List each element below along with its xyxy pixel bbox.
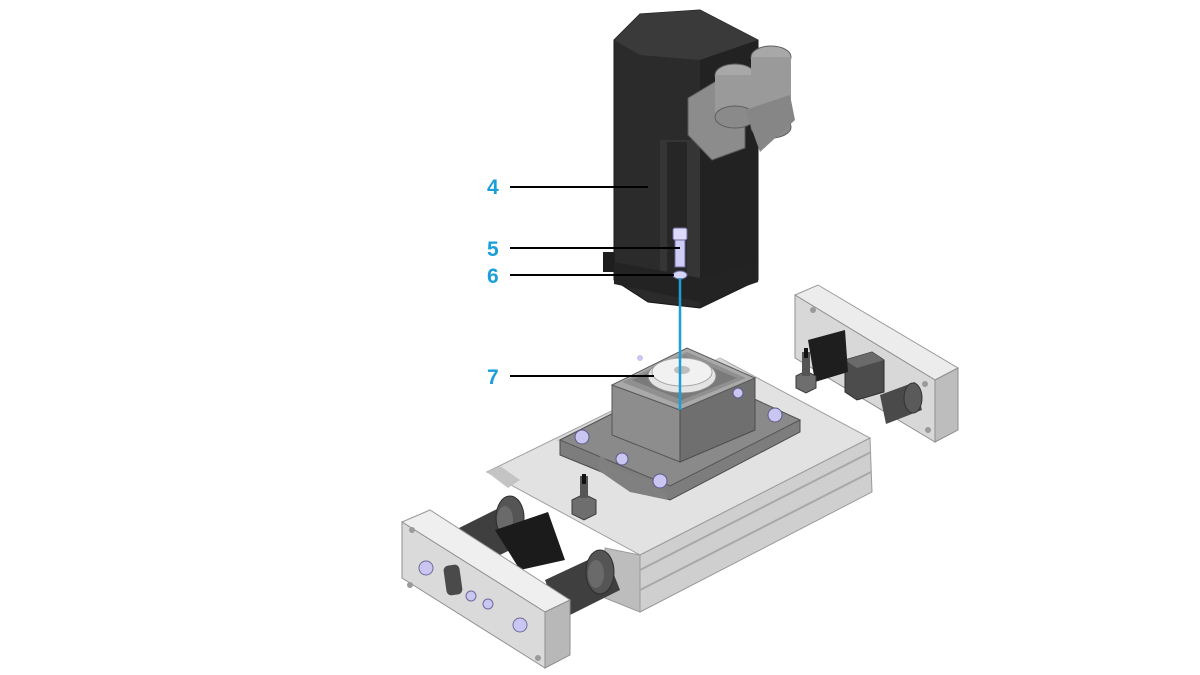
callout-label-7: 7 <box>487 366 499 389</box>
callout-label-4: 4 <box>487 176 499 199</box>
callout-6: 6 <box>487 265 674 288</box>
callout-4: 4 <box>487 176 648 199</box>
sensor-block-right <box>844 351 885 401</box>
coupling <box>647 357 717 394</box>
stop-screw-rear <box>795 348 817 394</box>
callout-7: 7 <box>487 366 654 389</box>
end-plate-screw-icon <box>418 560 434 576</box>
washer <box>672 270 688 280</box>
end-plate-front <box>400 509 572 669</box>
callout-5: 5 <box>487 238 680 261</box>
callout-label-6: 6 <box>487 265 499 288</box>
guide-rod-rear <box>880 382 923 424</box>
cap-screw <box>672 227 688 268</box>
servo-motor <box>603 9 795 309</box>
callout-label-5: 5 <box>487 238 499 261</box>
connector-housing <box>687 45 795 161</box>
stop-screw-front <box>571 474 597 521</box>
